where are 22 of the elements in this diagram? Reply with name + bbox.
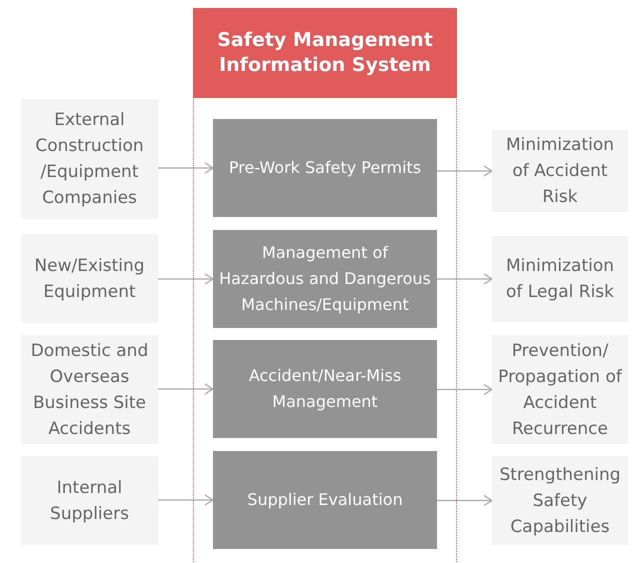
process-box: Accident/Near-Miss Management <box>213 340 437 438</box>
arrow <box>437 384 493 396</box>
system-title: Safety Management Information System <box>193 8 457 98</box>
input-box: Prevention/ Propagation of Accident Recurrence <box>492 335 628 444</box>
process-box: Supplier Evaluation <box>213 451 437 549</box>
system-column <box>193 8 457 563</box>
process-box: Pre-Work Safety Permits <box>213 119 437 217</box>
arrow <box>158 273 214 285</box>
arrow <box>437 165 493 177</box>
arrow <box>437 273 493 285</box>
input-box: Strengthening Safety Capabilities <box>492 456 628 545</box>
process-box: Management of Hazardous and Dangerous Machines/Equipment <box>213 230 437 328</box>
input-box: Internal Suppliers <box>21 456 158 545</box>
arrow <box>158 494 214 506</box>
input-box: Minimization of Legal Risk <box>492 236 628 322</box>
arrow <box>158 162 214 174</box>
input-box: Minimization of Accident Risk <box>492 130 628 212</box>
arrow <box>437 494 493 506</box>
input-box: New/Existing Equipment <box>21 234 158 323</box>
arrow <box>158 383 214 395</box>
input-box: External Construction /Equipment Companies <box>21 99 158 219</box>
input-box: Domestic and Overseas Business Site Accidents <box>21 335 158 444</box>
